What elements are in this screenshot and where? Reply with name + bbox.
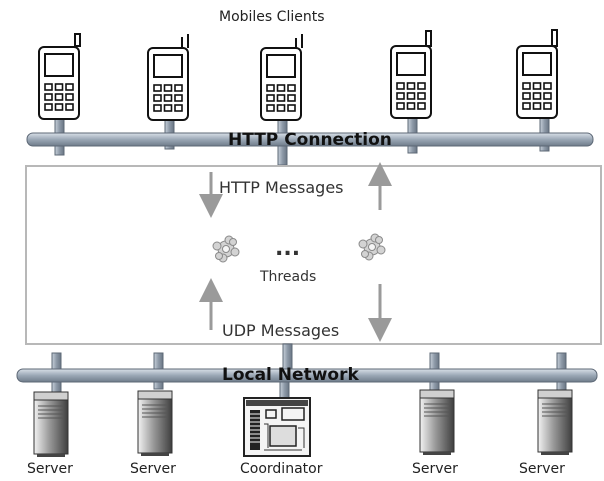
mobile-phone-icon <box>390 45 432 119</box>
server-box <box>25 165 602 345</box>
http-connection-bus <box>26 132 594 147</box>
threads-label: Threads <box>260 269 317 285</box>
server-icon <box>137 390 173 457</box>
local-network-label: Local Network <box>222 365 359 385</box>
mobile-phone-icon <box>147 47 189 121</box>
server-label: Server <box>519 461 565 477</box>
threads-ellipsis: ... <box>275 236 301 261</box>
mobile-phone-icon <box>38 46 80 120</box>
mobile-phone-icon <box>260 47 302 121</box>
http-connection-label: HTTP Connection <box>228 130 392 150</box>
server-icon <box>537 389 573 456</box>
udp-messages-label: UDP Messages <box>222 321 340 340</box>
message-arrows <box>199 162 392 342</box>
server-icon <box>419 389 455 456</box>
http-messages-label: HTTP Messages <box>219 178 344 197</box>
coordinator-board-icon <box>243 397 311 457</box>
antennas <box>74 29 558 48</box>
server-icon <box>33 391 69 458</box>
server-label: Server <box>27 461 73 477</box>
coordinator-label: Coordinator <box>240 461 323 477</box>
server-label: Server <box>412 461 458 477</box>
mobile-clients-label: Mobiles Clients <box>219 9 325 25</box>
server-label: Server <box>130 461 176 477</box>
local-network-bus <box>16 368 598 383</box>
mobile-phone-icon <box>516 45 558 119</box>
